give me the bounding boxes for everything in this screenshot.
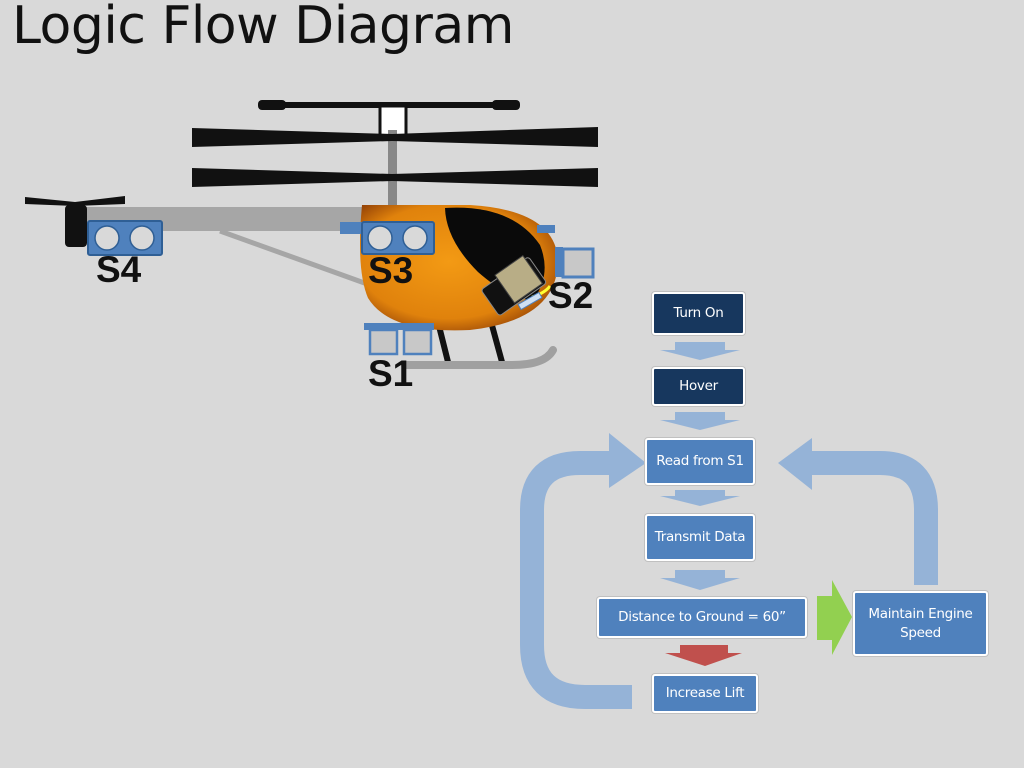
flow-box-hover: Hover [652,367,745,406]
landing-skid [401,346,557,369]
page-title: Logic Flow Diagram [12,0,514,56]
flow-box-turn-on: Turn On [652,292,745,335]
arrow-read-transmit [660,490,740,506]
sensor-s2 [561,247,595,279]
helicopter-illustration: S4 S3 S2 S1 [25,100,598,394]
arrow-yes [817,580,852,655]
arrow-transmit-distance [660,570,740,590]
flow-box-distance: Distance to Ground = 60” [597,597,807,638]
flow-box-maintain-speed: Maintain Engine Speed [853,591,988,656]
flow-box-transmit: Transmit Data [645,514,755,561]
arrow-turnon-hover [660,342,740,360]
tail-fin [65,205,87,247]
flow-arrows [660,342,740,590]
tail-rotor [25,196,125,206]
sensor-s1 [364,323,434,330]
loop-arrow-left [520,451,632,709]
rotor-mast [388,130,397,210]
sensor-label-s1: S1 [368,353,413,394]
arrow-no [665,645,742,666]
sensor-label-s4: S4 [96,249,142,290]
camera-device [481,254,547,316]
sensor-label-s2: S2 [548,275,593,316]
rotor-blade-upper [192,127,598,147]
tail-strut [219,228,371,288]
flow-box-increase-lift: Increase Lift [652,674,758,713]
rotor-blade-lower [192,168,598,187]
arrow-hover-read [660,412,740,430]
flow-box-read-s1: Read from S1 [645,438,755,485]
loop-arrow-right [808,451,938,585]
sensor-label-s3: S3 [368,250,413,291]
